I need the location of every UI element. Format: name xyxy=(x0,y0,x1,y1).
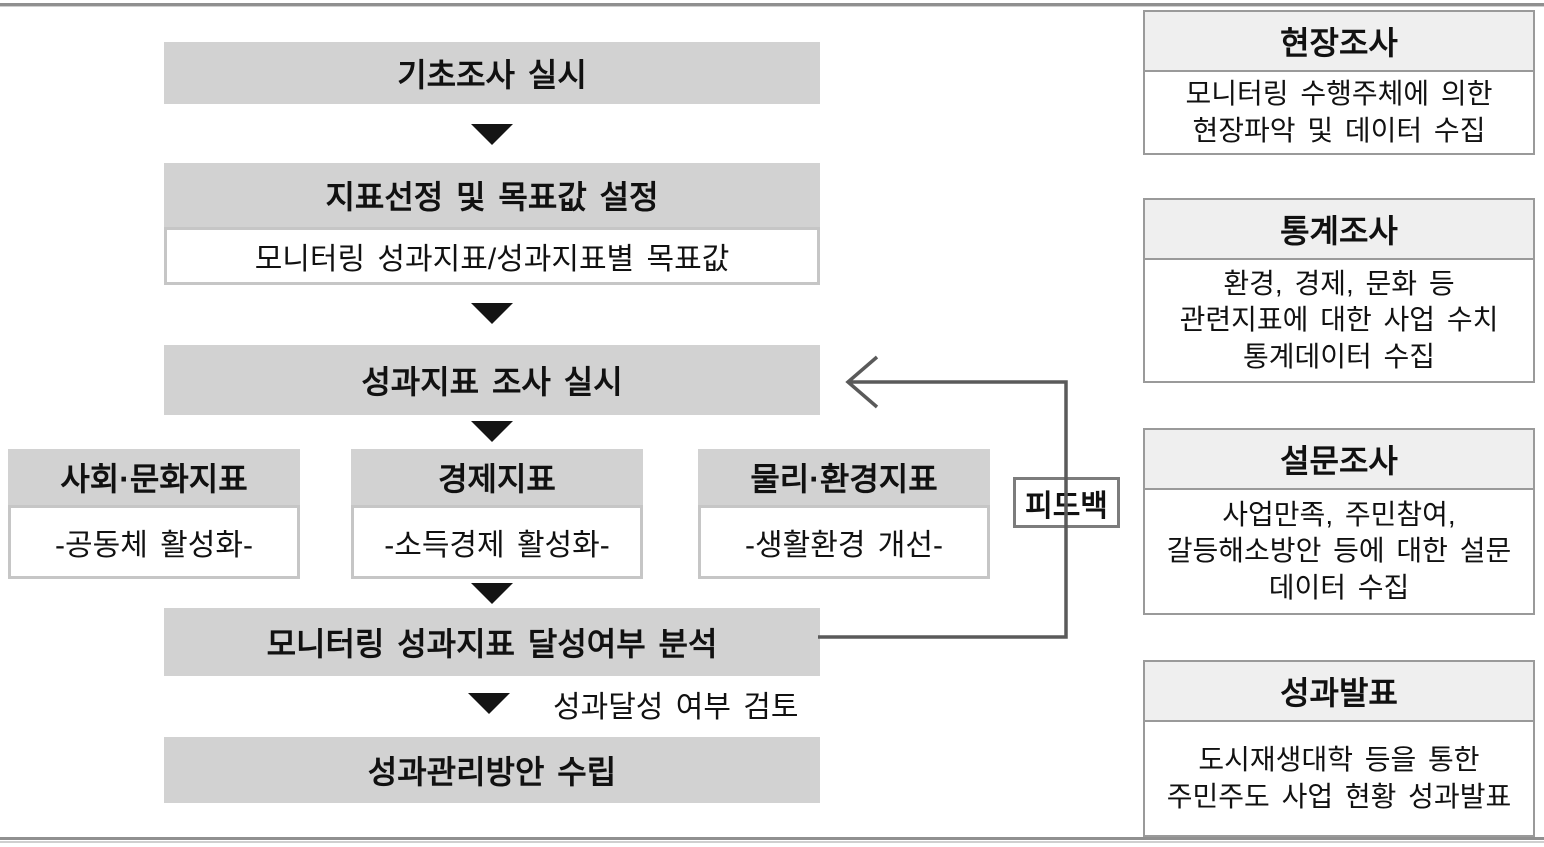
indicator-card-physical-environment: 물리·환경지표 -생활환경 개선- xyxy=(698,449,990,579)
indicator-sub-label: -공동체 활성화- xyxy=(55,529,253,562)
right-card-questionnaire-survey: 설문조사 사업만족, 주민참여, 갈등해소방안 등에 대한 설문 데이터 수집 xyxy=(1143,428,1535,615)
bottom-rule xyxy=(0,837,1544,840)
right-card-body: 환경, 경제, 문화 등 관련지표에 대한 사업 수치 통계데이터 수집 xyxy=(1179,267,1499,372)
right-card-title-label: 성과발표 xyxy=(1280,675,1398,711)
step-performance-management: 성과관리방안 수립 xyxy=(164,737,820,803)
step-indicator-survey-label: 성과지표 조사 실시 xyxy=(361,364,623,400)
down-arrow-icon xyxy=(471,421,513,442)
right-card-body: 도시재생대학 등을 통한 주민주도 사업 현황 성과발표 xyxy=(1166,744,1512,812)
step-indicator-selection-label: 지표선정 및 목표값 설정 xyxy=(325,179,659,215)
bottom-rule-shadow xyxy=(0,841,1544,843)
indicator-title-label: 경제지표 xyxy=(438,461,556,497)
indicator-card-sub: -생활환경 개선- xyxy=(698,505,990,579)
down-arrow-icon xyxy=(471,583,513,604)
right-card-title: 통계조사 xyxy=(1145,200,1533,260)
right-card-performance-presentation: 성과발표 도시재생대학 등을 통한 주민주도 사업 현황 성과발표 xyxy=(1143,660,1535,837)
indicator-card-sub: -소득경제 활성화- xyxy=(351,505,643,579)
indicator-card-sub: -공동체 활성화- xyxy=(8,505,300,579)
step-achievement-analysis-label: 모니터링 성과지표 달성여부 분석 xyxy=(266,626,718,662)
indicator-card-social-culture: 사회·문화지표 -공동체 활성화- xyxy=(8,449,300,579)
step-indicator-selection: 지표선정 및 목표값 설정 xyxy=(164,163,820,227)
step-indicator-selection-sub: 모니터링 성과지표/성과지표별 목표값 xyxy=(164,227,820,285)
indicator-card-economy: 경제지표 -소득경제 활성화- xyxy=(351,449,643,579)
right-card-title-label: 설문조사 xyxy=(1280,443,1398,479)
right-card-title-label: 통계조사 xyxy=(1280,213,1398,249)
indicator-sub-label: -소득경제 활성화- xyxy=(384,529,610,562)
step-indicator-selection-sub-label: 모니터링 성과지표/성과지표별 목표값 xyxy=(254,243,730,276)
achievement-review-note: 성과달성 여부 검토 xyxy=(553,687,798,724)
step-performance-management-label: 성과관리방안 수립 xyxy=(367,754,617,790)
indicator-card-title: 경제지표 xyxy=(351,449,643,505)
step-indicator-survey: 성과지표 조사 실시 xyxy=(164,345,820,415)
right-card-body: 모니터링 수행주체에 의한 현장파악 및 데이터 수집 xyxy=(1185,78,1493,146)
right-card-field-survey: 현장조사 모니터링 수행주체에 의한 현장파악 및 데이터 수집 xyxy=(1143,10,1535,155)
top-rule-shadow xyxy=(0,6,1544,7)
down-arrow-icon xyxy=(468,693,510,714)
down-arrow-icon xyxy=(471,124,513,145)
indicator-card-title: 물리·환경지표 xyxy=(698,449,990,505)
top-rule xyxy=(0,3,1544,6)
down-arrow-icon xyxy=(471,303,513,324)
indicator-title-label: 물리·환경지표 xyxy=(750,461,938,497)
right-card-title: 현장조사 xyxy=(1145,12,1533,72)
achievement-review-note-label: 성과달성 여부 검토 xyxy=(553,691,799,724)
right-card-title: 성과발표 xyxy=(1145,662,1533,722)
feedback-arrow xyxy=(818,355,1068,639)
right-card-statistics-survey: 통계조사 환경, 경제, 문화 등 관련지표에 대한 사업 수치 통계데이터 수… xyxy=(1143,198,1535,383)
step-basic-survey-label: 기초조사 실시 xyxy=(397,57,587,93)
indicator-sub-label: -생활환경 개선- xyxy=(745,529,943,562)
right-card-body: 사업만족, 주민참여, 갈등해소방안 등에 대한 설문 데이터 수집 xyxy=(1166,498,1512,603)
indicator-card-title: 사회·문화지표 xyxy=(8,449,300,505)
right-card-title: 설문조사 xyxy=(1145,430,1533,490)
indicator-title-label: 사회·문화지표 xyxy=(60,461,248,497)
step-achievement-analysis: 모니터링 성과지표 달성여부 분석 xyxy=(164,608,820,676)
right-card-title-label: 현장조사 xyxy=(1280,25,1398,61)
step-basic-survey: 기초조사 실시 xyxy=(164,42,820,104)
